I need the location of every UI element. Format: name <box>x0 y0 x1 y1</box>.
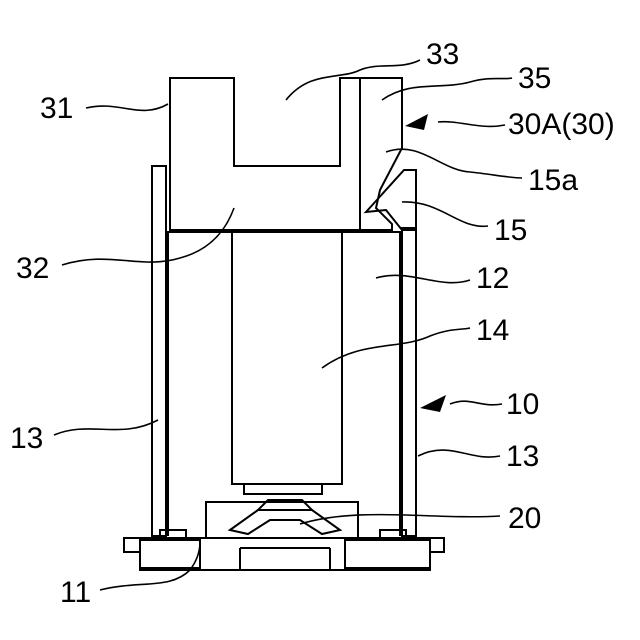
leader-13-right <box>418 450 500 457</box>
label-33: 33 <box>426 38 459 71</box>
leader-15a <box>386 149 522 178</box>
label-32: 32 <box>16 252 49 285</box>
leader-15 <box>402 202 488 226</box>
housing-wall-13-right <box>402 228 416 536</box>
housing-wall-13-left <box>152 166 166 536</box>
label-35: 35 <box>518 62 551 95</box>
leader-13-left <box>54 420 158 435</box>
arrow-30a <box>405 114 428 130</box>
leader-12 <box>376 275 470 282</box>
label-20: 20 <box>508 502 541 535</box>
leader-11 <box>100 542 200 590</box>
leader-10 <box>450 401 502 405</box>
cap-body-31 <box>170 78 360 230</box>
leader-33 <box>286 60 420 100</box>
label-13-left: 13 <box>10 422 43 455</box>
label-12: 12 <box>476 262 509 295</box>
label-15: 15 <box>494 214 527 247</box>
label-14: 14 <box>476 314 509 347</box>
element-35 <box>360 78 402 230</box>
leader-14 <box>322 328 470 368</box>
leader-32 <box>62 208 234 265</box>
leader-31 <box>86 104 168 110</box>
inner-liner <box>168 232 362 536</box>
label-31: 31 <box>40 92 73 125</box>
label-11: 11 <box>60 576 91 609</box>
hook-15 <box>366 170 416 230</box>
component-14 <box>232 232 342 494</box>
arrow-10 <box>420 395 446 412</box>
leader-30a <box>438 122 505 127</box>
label-30a: 30A(30) <box>508 108 615 141</box>
base-plate-11 <box>124 530 444 570</box>
label-15a: 15a <box>528 164 578 197</box>
label-10: 10 <box>506 388 539 421</box>
label-13-right: 13 <box>506 440 539 473</box>
inner-liner-right <box>362 232 400 536</box>
component-20 <box>206 500 358 538</box>
